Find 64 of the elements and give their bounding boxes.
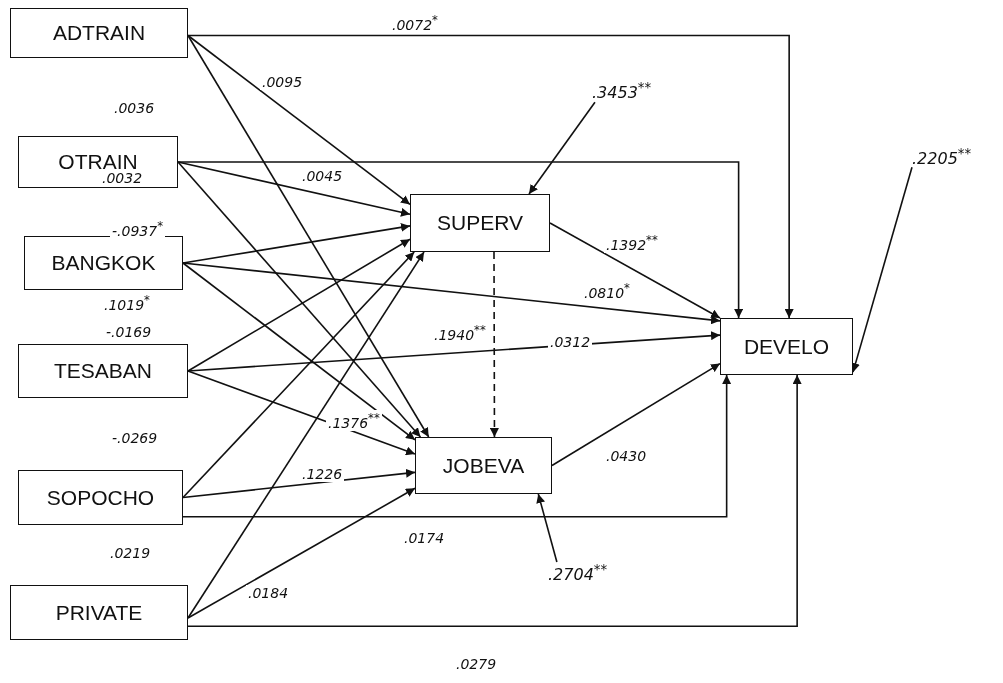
path-arrow bbox=[187, 34, 794, 319]
path-arrow bbox=[182, 374, 732, 518]
path-arrow bbox=[549, 222, 721, 319]
edge-label: .1226 bbox=[300, 466, 345, 482]
path-arrow bbox=[182, 262, 721, 325]
edge-label: .1019$^{*}$ bbox=[102, 292, 152, 313]
edge-label: -.0937$^{*}$ bbox=[110, 218, 165, 239]
edge-label: -.0269 bbox=[110, 430, 160, 446]
path-arrow bbox=[182, 468, 416, 499]
variable-box bbox=[10, 585, 188, 640]
path-arrow bbox=[177, 161, 744, 319]
edge-label: .0430 bbox=[604, 448, 649, 464]
path-arrow bbox=[187, 238, 411, 372]
edge-label: .0045 bbox=[300, 168, 345, 184]
edge-label: .0219 bbox=[108, 545, 153, 561]
variable-box bbox=[24, 236, 183, 290]
variable-name: JOBEVA bbox=[442, 453, 525, 478]
path-arrow bbox=[851, 166, 913, 373]
edge-label: .0184 bbox=[246, 585, 291, 601]
path-arrow bbox=[177, 161, 411, 217]
variable-box bbox=[415, 437, 552, 494]
path-arrow bbox=[182, 251, 415, 499]
residual-coefficient: .2704$^{**}$ bbox=[548, 562, 608, 585]
edge-label: .0174 bbox=[402, 530, 447, 546]
variable-name: PRIVATE bbox=[55, 600, 143, 625]
variable-box bbox=[10, 8, 188, 58]
edge-label: .0279 bbox=[454, 656, 499, 672]
edge-label: .1940$^{**}$ bbox=[432, 322, 488, 343]
path-arrow bbox=[177, 161, 422, 438]
path-arrow bbox=[187, 331, 721, 372]
variable-name: OTRAIN bbox=[58, 150, 138, 173]
path-arrow bbox=[528, 101, 596, 195]
path-arrow bbox=[187, 34, 430, 438]
path-arrow bbox=[187, 370, 416, 456]
variable-box bbox=[18, 344, 188, 398]
edge-label: -.0169 bbox=[104, 324, 154, 340]
edge-label: .1392$^{**}$ bbox=[604, 232, 660, 253]
edge-label: .0095 bbox=[260, 74, 305, 90]
edge-label: .0312 bbox=[548, 334, 593, 350]
variable-name: DEVELO bbox=[743, 334, 830, 359]
path-arrow bbox=[187, 374, 802, 628]
path-arrow bbox=[182, 262, 416, 441]
variable-name: SOPOCHO bbox=[46, 485, 155, 510]
variable-name: TESABAN bbox=[54, 359, 152, 383]
path-arrow bbox=[551, 362, 721, 467]
edge-label: .1376$^{**}$ bbox=[326, 410, 382, 431]
variable-name: SUPERV bbox=[437, 211, 523, 235]
edge-label: .0810$^{*}$ bbox=[582, 280, 632, 301]
edge-label: .0032 bbox=[100, 170, 145, 186]
edge-label: .0072$^{*}$ bbox=[390, 12, 440, 33]
path-arrow bbox=[187, 34, 411, 206]
dashed-arrow bbox=[489, 251, 499, 438]
variable-box bbox=[720, 318, 853, 375]
variable-box bbox=[18, 136, 178, 188]
path-arrow bbox=[187, 251, 425, 619]
variable-name: ADTRAIN bbox=[52, 21, 146, 45]
edge-label: .0036 bbox=[112, 100, 157, 116]
variable-box bbox=[18, 470, 183, 525]
residual-coefficient: .2205$^{**}$ bbox=[912, 146, 972, 169]
path-arrow bbox=[187, 487, 416, 619]
variable-box bbox=[410, 194, 550, 252]
residual-coefficient: .3453$^{**}$ bbox=[592, 80, 652, 103]
path-arrow bbox=[536, 493, 558, 563]
variable-name: BANGKOK bbox=[51, 251, 156, 275]
